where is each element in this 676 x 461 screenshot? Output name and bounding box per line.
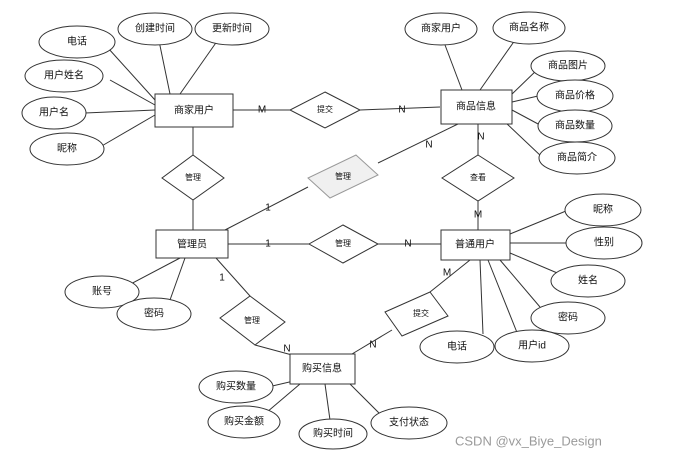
svg-text:创建时间: 创建时间 xyxy=(135,22,175,35)
entity-merchant: 商家用户 xyxy=(154,93,234,128)
svg-text:商品图片: 商品图片 xyxy=(548,59,588,72)
svg-text:姓名: 姓名 xyxy=(578,274,598,287)
relationship-manage-user: 管理 xyxy=(307,224,380,264)
svg-text:商品名称: 商品名称 xyxy=(509,21,549,34)
entity-user: 普通用户 xyxy=(440,229,511,261)
attribute-user-gender: 性别 xyxy=(565,226,643,260)
attribute-product-quantity: 商品数量 xyxy=(537,109,613,143)
relationship-submit-user-purchase: 提交 xyxy=(384,291,449,337)
attribute-product-image: 商品图片 xyxy=(530,50,606,82)
relationship-label: 查看 xyxy=(470,172,486,182)
svg-text:购买时间: 购买时间 xyxy=(313,427,353,440)
svg-text:购买数量: 购买数量 xyxy=(216,380,256,393)
cardinality-label: 1 xyxy=(219,273,225,284)
cardinality-label: N xyxy=(398,105,405,116)
attribute-purchase-amount: 购买金额 xyxy=(207,405,281,439)
cardinality-label: N xyxy=(404,239,411,250)
entity-admin: 管理员 xyxy=(155,229,229,259)
svg-text:用户姓名: 用户姓名 xyxy=(44,69,84,82)
attribute-product-price: 商品价格 xyxy=(536,79,614,113)
attribute-user-nickname: 昵称 xyxy=(564,193,642,227)
attribute-admin-password: 密码 xyxy=(116,297,192,331)
attribute-merchant-phone: 电话 xyxy=(38,25,116,59)
svg-text:用户名: 用户名 xyxy=(39,106,69,119)
cardinality-label: M xyxy=(258,105,266,116)
relationship-manage-merchant: 管理 xyxy=(161,154,225,201)
entity-label: 商家用户 xyxy=(174,104,214,117)
entity-product: 商品信息 xyxy=(440,89,513,125)
svg-text:支付状态: 支付状态 xyxy=(389,416,429,429)
svg-text:更新时间: 更新时间 xyxy=(212,22,252,35)
svg-text:商品数量: 商品数量 xyxy=(555,119,595,132)
svg-text:密码: 密码 xyxy=(144,307,164,320)
svg-text:电话: 电话 xyxy=(67,35,87,48)
attribute-merchant-fullname: 用户姓名 xyxy=(24,59,104,93)
attribute-product-description: 商品简介 xyxy=(538,141,616,175)
attribute-admin-account: 账号 xyxy=(64,275,140,309)
entity-label: 商品信息 xyxy=(456,100,496,113)
svg-text:昵称: 昵称 xyxy=(593,203,613,216)
entity-purchase: 购买信息 xyxy=(289,353,356,385)
cardinality-label: 1 xyxy=(265,203,271,214)
attribute-purchase-payment-status: 支付状态 xyxy=(370,406,448,440)
attribute-user-password: 密码 xyxy=(530,301,606,335)
connector-lines xyxy=(84,32,567,421)
relationship-manage-purchase: 管理 xyxy=(219,295,286,346)
watermark: CSDN @vx_Biye_Design xyxy=(455,433,602,448)
attribute-purchase-time: 购买时间 xyxy=(298,418,368,450)
svg-text:用户id: 用户id xyxy=(518,339,546,352)
attribute-user-name: 姓名 xyxy=(550,264,626,298)
attribute-user-id: 用户id xyxy=(494,329,570,363)
svg-text:购买金额: 购买金额 xyxy=(224,415,264,428)
svg-text:商家用户: 商家用户 xyxy=(421,22,461,35)
relationship-manage-product: 管理 xyxy=(307,154,379,199)
attribute-purchase-quantity: 购买数量 xyxy=(198,370,274,404)
cardinality-label: 1 xyxy=(265,239,271,250)
cardinality-label: M xyxy=(443,268,451,279)
relationship-submit-merchant-product: 提交 xyxy=(288,91,362,129)
svg-text:商品价格: 商品价格 xyxy=(555,89,595,102)
svg-text:电话: 电话 xyxy=(447,340,467,353)
relationship-label: 提交 xyxy=(317,104,333,114)
svg-text:性别: 性别 xyxy=(594,236,614,249)
attribute-merchant-nickname: 昵称 xyxy=(29,132,105,166)
cardinality-labels: M N N 1 N M 1 N 1 N M N xyxy=(219,105,484,355)
svg-text:密码: 密码 xyxy=(558,311,578,324)
attribute-merchant-updated: 更新时间 xyxy=(194,12,270,46)
attribute-merchant-created: 创建时间 xyxy=(117,12,193,46)
relationship-label: 管理 xyxy=(335,238,351,248)
attribute-merchant-username: 用户名 xyxy=(21,96,87,130)
cardinality-label: N xyxy=(369,340,376,351)
attribute-product-name: 商品名称 xyxy=(492,11,566,45)
cardinality-label: N xyxy=(477,132,484,143)
svg-text:昵称: 昵称 xyxy=(57,142,77,155)
relationship-label: 管理 xyxy=(185,172,201,182)
attribute-user-phone: 电话 xyxy=(419,330,495,364)
entity-label: 普通用户 xyxy=(455,238,495,251)
cardinality-label: M xyxy=(474,210,482,221)
svg-text:账号: 账号 xyxy=(92,286,112,298)
entity-label: 管理员 xyxy=(177,238,207,251)
svg-text:商品简介: 商品简介 xyxy=(557,151,597,164)
relationship-label: 提交 xyxy=(413,308,429,318)
attribute-product-merchant: 商家用户 xyxy=(404,12,478,46)
relationship-label: 管理 xyxy=(244,315,260,325)
cardinality-label: N xyxy=(283,344,290,355)
cardinality-label: N xyxy=(425,140,432,151)
entity-label: 购买信息 xyxy=(302,362,342,375)
relationship-label: 管理 xyxy=(335,171,351,181)
relationship-view: 查看 xyxy=(441,154,515,202)
